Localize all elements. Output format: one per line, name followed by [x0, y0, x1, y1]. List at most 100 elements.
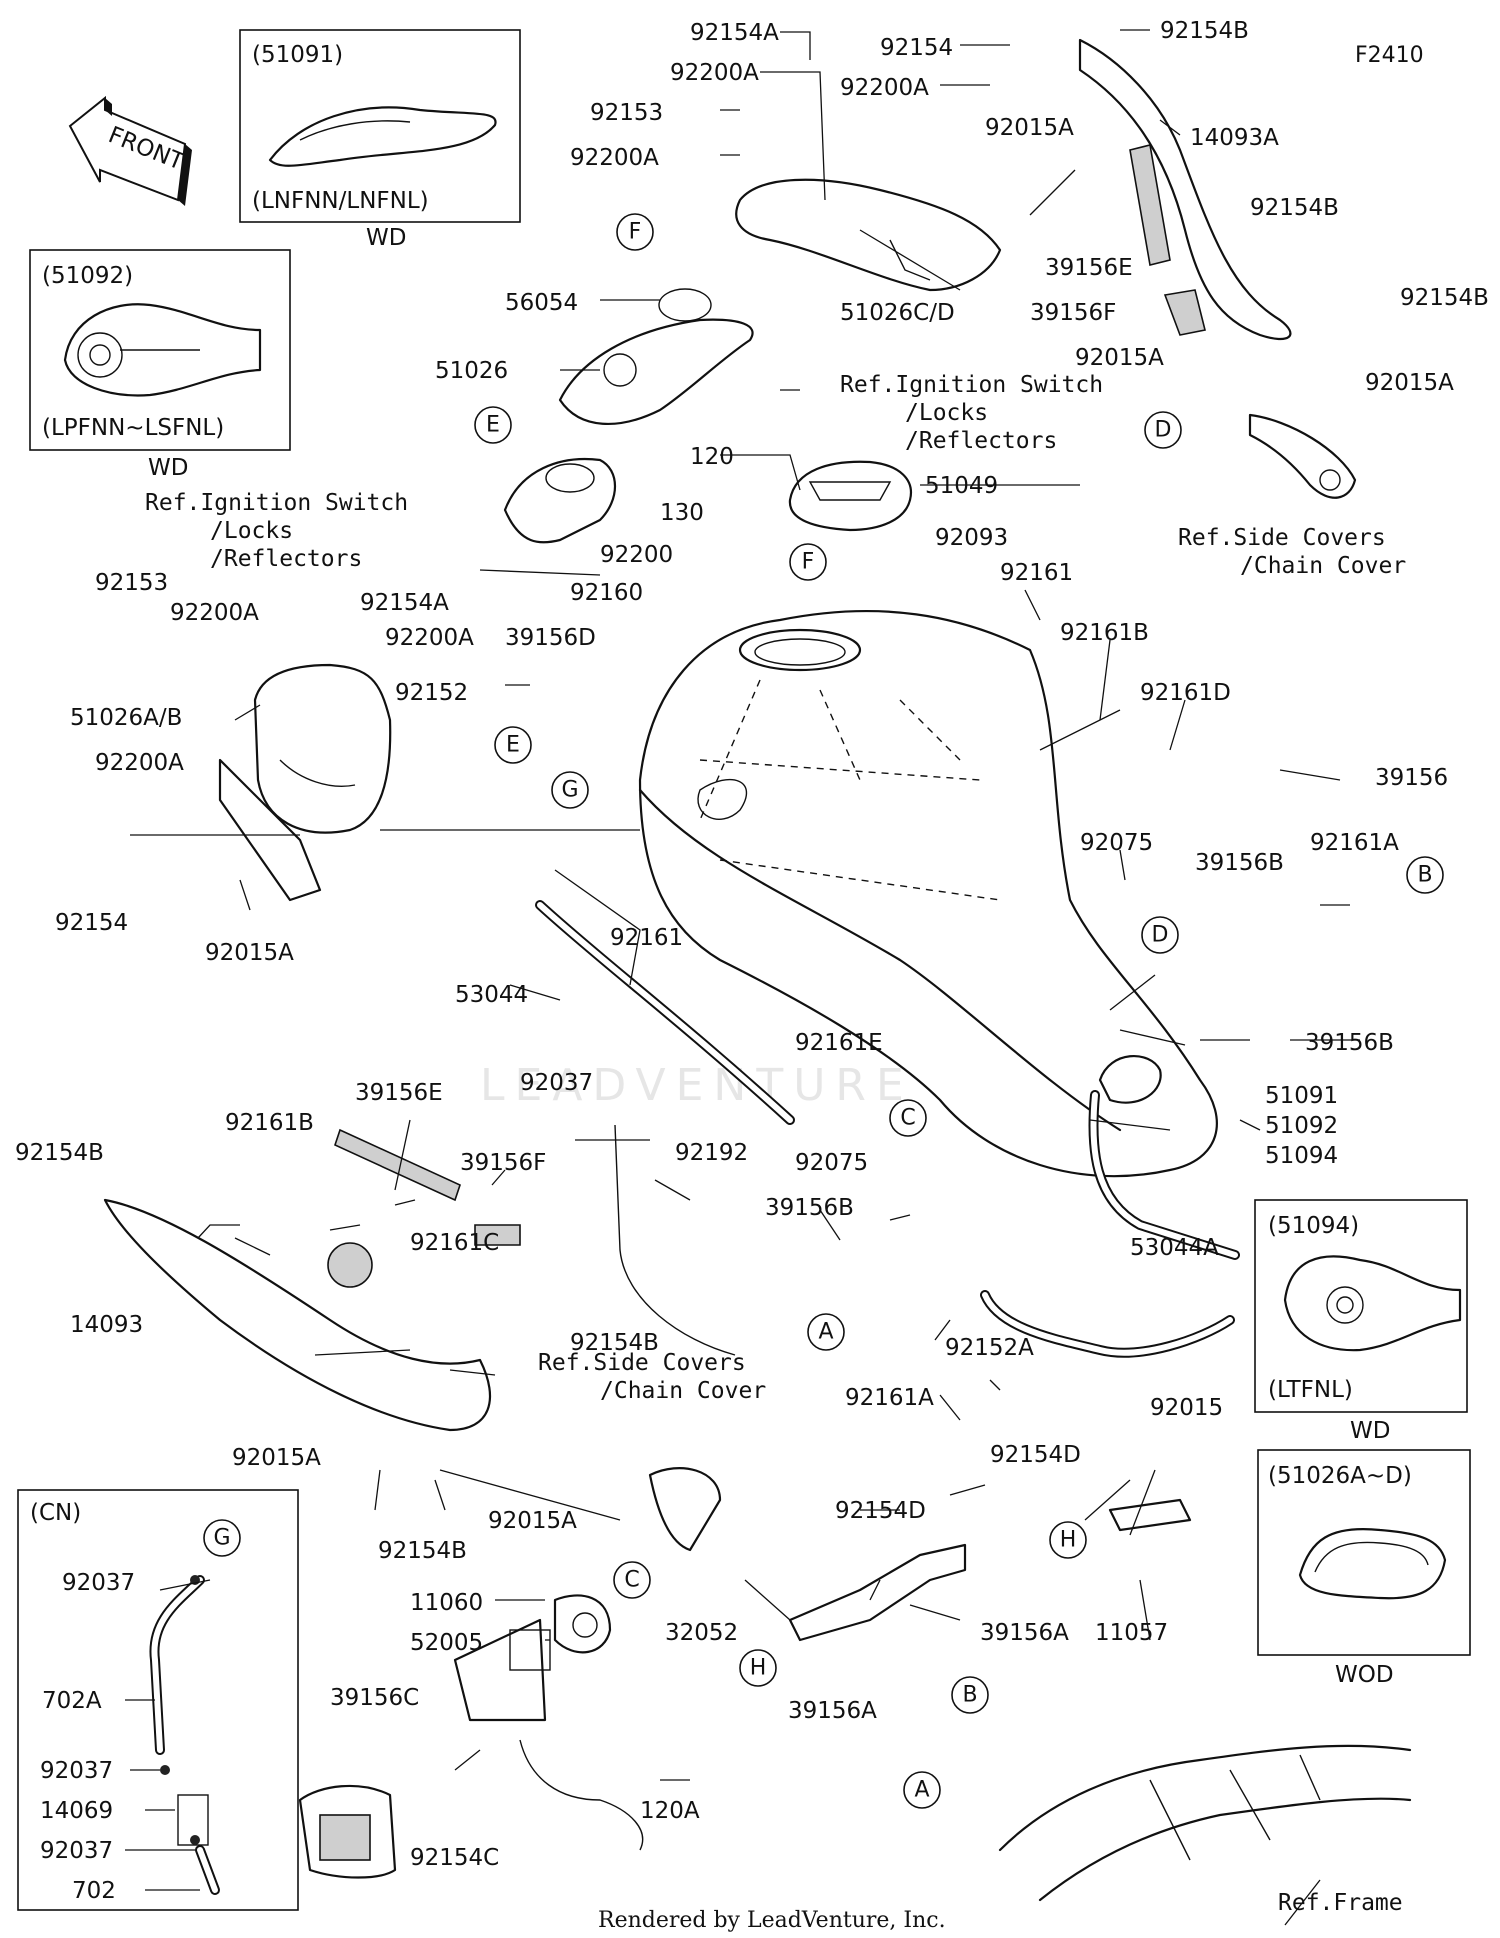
watermark: LEADVENTURE: [480, 1060, 914, 1111]
label-92154B-bot: 92154B: [378, 1538, 467, 1564]
label-92200A-left2: 92200A: [385, 625, 474, 651]
side-cover-51026AB: [218, 663, 392, 902]
ref-ignition-2-line2: /Locks: [210, 518, 293, 544]
ref-side-covers-2-line1: Ref.Side Covers: [538, 1350, 746, 1376]
tank-assy-2: 51092: [1265, 1113, 1338, 1139]
bracket-32052: [788, 1498, 1192, 1642]
callout-D-2: D: [1141, 916, 1179, 954]
label-92154B-mid: 92154B: [570, 1330, 659, 1356]
label-92161C: 92161C: [410, 1230, 499, 1256]
label-14093: 14093: [70, 1312, 143, 1338]
label-51049: 51049: [925, 473, 998, 499]
tank-assy-1: 51091: [1265, 1083, 1338, 1109]
label-14069: 14069: [40, 1798, 113, 1824]
svg-text:B: B: [962, 1683, 977, 1708]
inset-cn-code: (CN): [30, 1500, 81, 1526]
label-92075-2: 92075: [795, 1150, 868, 1176]
label-92161A-2: 92161A: [845, 1385, 934, 1411]
inset-51094-variant: (LTFNL): [1268, 1377, 1353, 1403]
svg-text:E: E: [486, 413, 500, 438]
callout-H-2: H: [739, 1649, 777, 1687]
callout-G-2: G: [203, 1519, 241, 1557]
inset-51091-code: (51091): [252, 42, 343, 68]
label-92161B: 92161B: [1060, 620, 1149, 646]
svg-text:C: C: [900, 1106, 915, 1131]
label-92200A-top2: 92200A: [840, 75, 929, 101]
callout-B-2: B: [951, 1676, 989, 1714]
cover-39156C: [298, 1784, 397, 1879]
label-92015: 92015: [1150, 1395, 1223, 1421]
callout-E-2: E: [494, 726, 532, 764]
callout-B-1: B: [1406, 856, 1444, 894]
svg-text:G: G: [213, 1526, 230, 1551]
label-92161-mid: 92161: [610, 925, 683, 951]
leader-lines: [125, 29, 1360, 1926]
label-11057: 11057: [1095, 1620, 1168, 1646]
label-92161B-left: 92161B: [225, 1110, 314, 1136]
callout-G-1: G: [551, 771, 589, 809]
tank-assy-3: 51094: [1265, 1143, 1338, 1169]
svg-text:G: G: [561, 778, 578, 803]
label-32052: 32052: [665, 1620, 738, 1646]
label-92154D-1: 92154D: [990, 1442, 1081, 1468]
label-39156B-2: 39156B: [1305, 1030, 1394, 1056]
label-92161D: 92161D: [1140, 680, 1231, 706]
label-92200: 92200: [600, 542, 673, 568]
label-92160: 92160: [570, 580, 643, 606]
label-92015A-bot2: 92015A: [488, 1508, 577, 1534]
label-39156E-top: 39156E: [1045, 255, 1133, 281]
label-92015A-1: 92015A: [985, 115, 1074, 141]
label-51026AB: 51026A/B: [70, 705, 182, 731]
label-39156F-top: 39156F: [1030, 300, 1116, 326]
ref-ignition-2-line3: /Reflectors: [210, 546, 362, 572]
label-92093: 92093: [935, 525, 1008, 551]
label-39156B-1: 39156B: [1195, 850, 1284, 876]
callout-C-2: C: [613, 1561, 651, 1599]
side-panel-14093A: [1078, 38, 1292, 340]
callout-E-1: E: [474, 406, 512, 444]
front-arrow: FRONT: [68, 95, 192, 206]
inset-51026A-D: (51026A~D) WOD: [1257, 1449, 1471, 1688]
label-52005: 52005: [410, 1630, 483, 1656]
label-92161A-1: 92161A: [1310, 830, 1399, 856]
label-92015A-3: 92015A: [1365, 370, 1454, 396]
ref-ignition-2-line1: Ref.Ignition Switch: [145, 490, 408, 516]
inset-51092-type: WD: [148, 455, 188, 481]
label-702A: 702A: [42, 1688, 102, 1714]
label-92200A-left: 92200A: [170, 600, 259, 626]
svg-text:D: D: [1152, 923, 1169, 948]
label-92152: 92152: [395, 680, 468, 706]
ignition-bracket: [503, 458, 616, 544]
label-39156B-3: 39156B: [765, 1195, 854, 1221]
ref-frame: Ref.Frame: [1278, 1890, 1403, 1916]
label-92161E: 92161E: [795, 1030, 883, 1056]
label-39156E-mid: 39156E: [355, 1080, 443, 1106]
inset-51091: (51091) (LNFNN/LNFNL) WD: [239, 29, 521, 251]
ref-ignition-1-line3: /Reflectors: [905, 428, 1057, 454]
inset-51092-code: (51092): [42, 263, 133, 289]
label-702: 702: [72, 1878, 116, 1904]
callout-A-1: A: [807, 1313, 845, 1351]
label-92200A-left3: 92200A: [95, 750, 184, 776]
inset-51091-variant: (LNFNN/LNFNL): [252, 188, 429, 214]
cover-51026: [558, 288, 754, 426]
label-92015A-bot1: 92015A: [232, 1445, 321, 1471]
label-92154A-left: 92154A: [360, 590, 449, 616]
svg-text:E: E: [506, 733, 520, 758]
tubes: [535, 900, 1240, 1358]
inset-51094-type: WD: [1350, 1418, 1390, 1444]
label-92037-cn2: 92037: [40, 1758, 113, 1784]
figure-code: F2410: [1355, 43, 1424, 68]
label-39156A-1: 39156A: [980, 1620, 1069, 1646]
label-39156D: 39156D: [505, 625, 596, 651]
label-92037-cn3: 92037: [40, 1838, 113, 1864]
inset-51092: (51092) (LPFNN~LSFNL) WD: [29, 249, 291, 481]
svg-text:F: F: [802, 550, 815, 575]
fuel-tank: [638, 609, 1218, 1178]
label-92200A-top: 92200A: [670, 60, 759, 86]
ref-ignition-1-line1: Ref.Ignition Switch: [840, 372, 1103, 398]
label-39156A-2: 39156A: [788, 1698, 877, 1724]
label-92192: 92192: [675, 1140, 748, 1166]
label-53044: 53044: [455, 982, 528, 1008]
